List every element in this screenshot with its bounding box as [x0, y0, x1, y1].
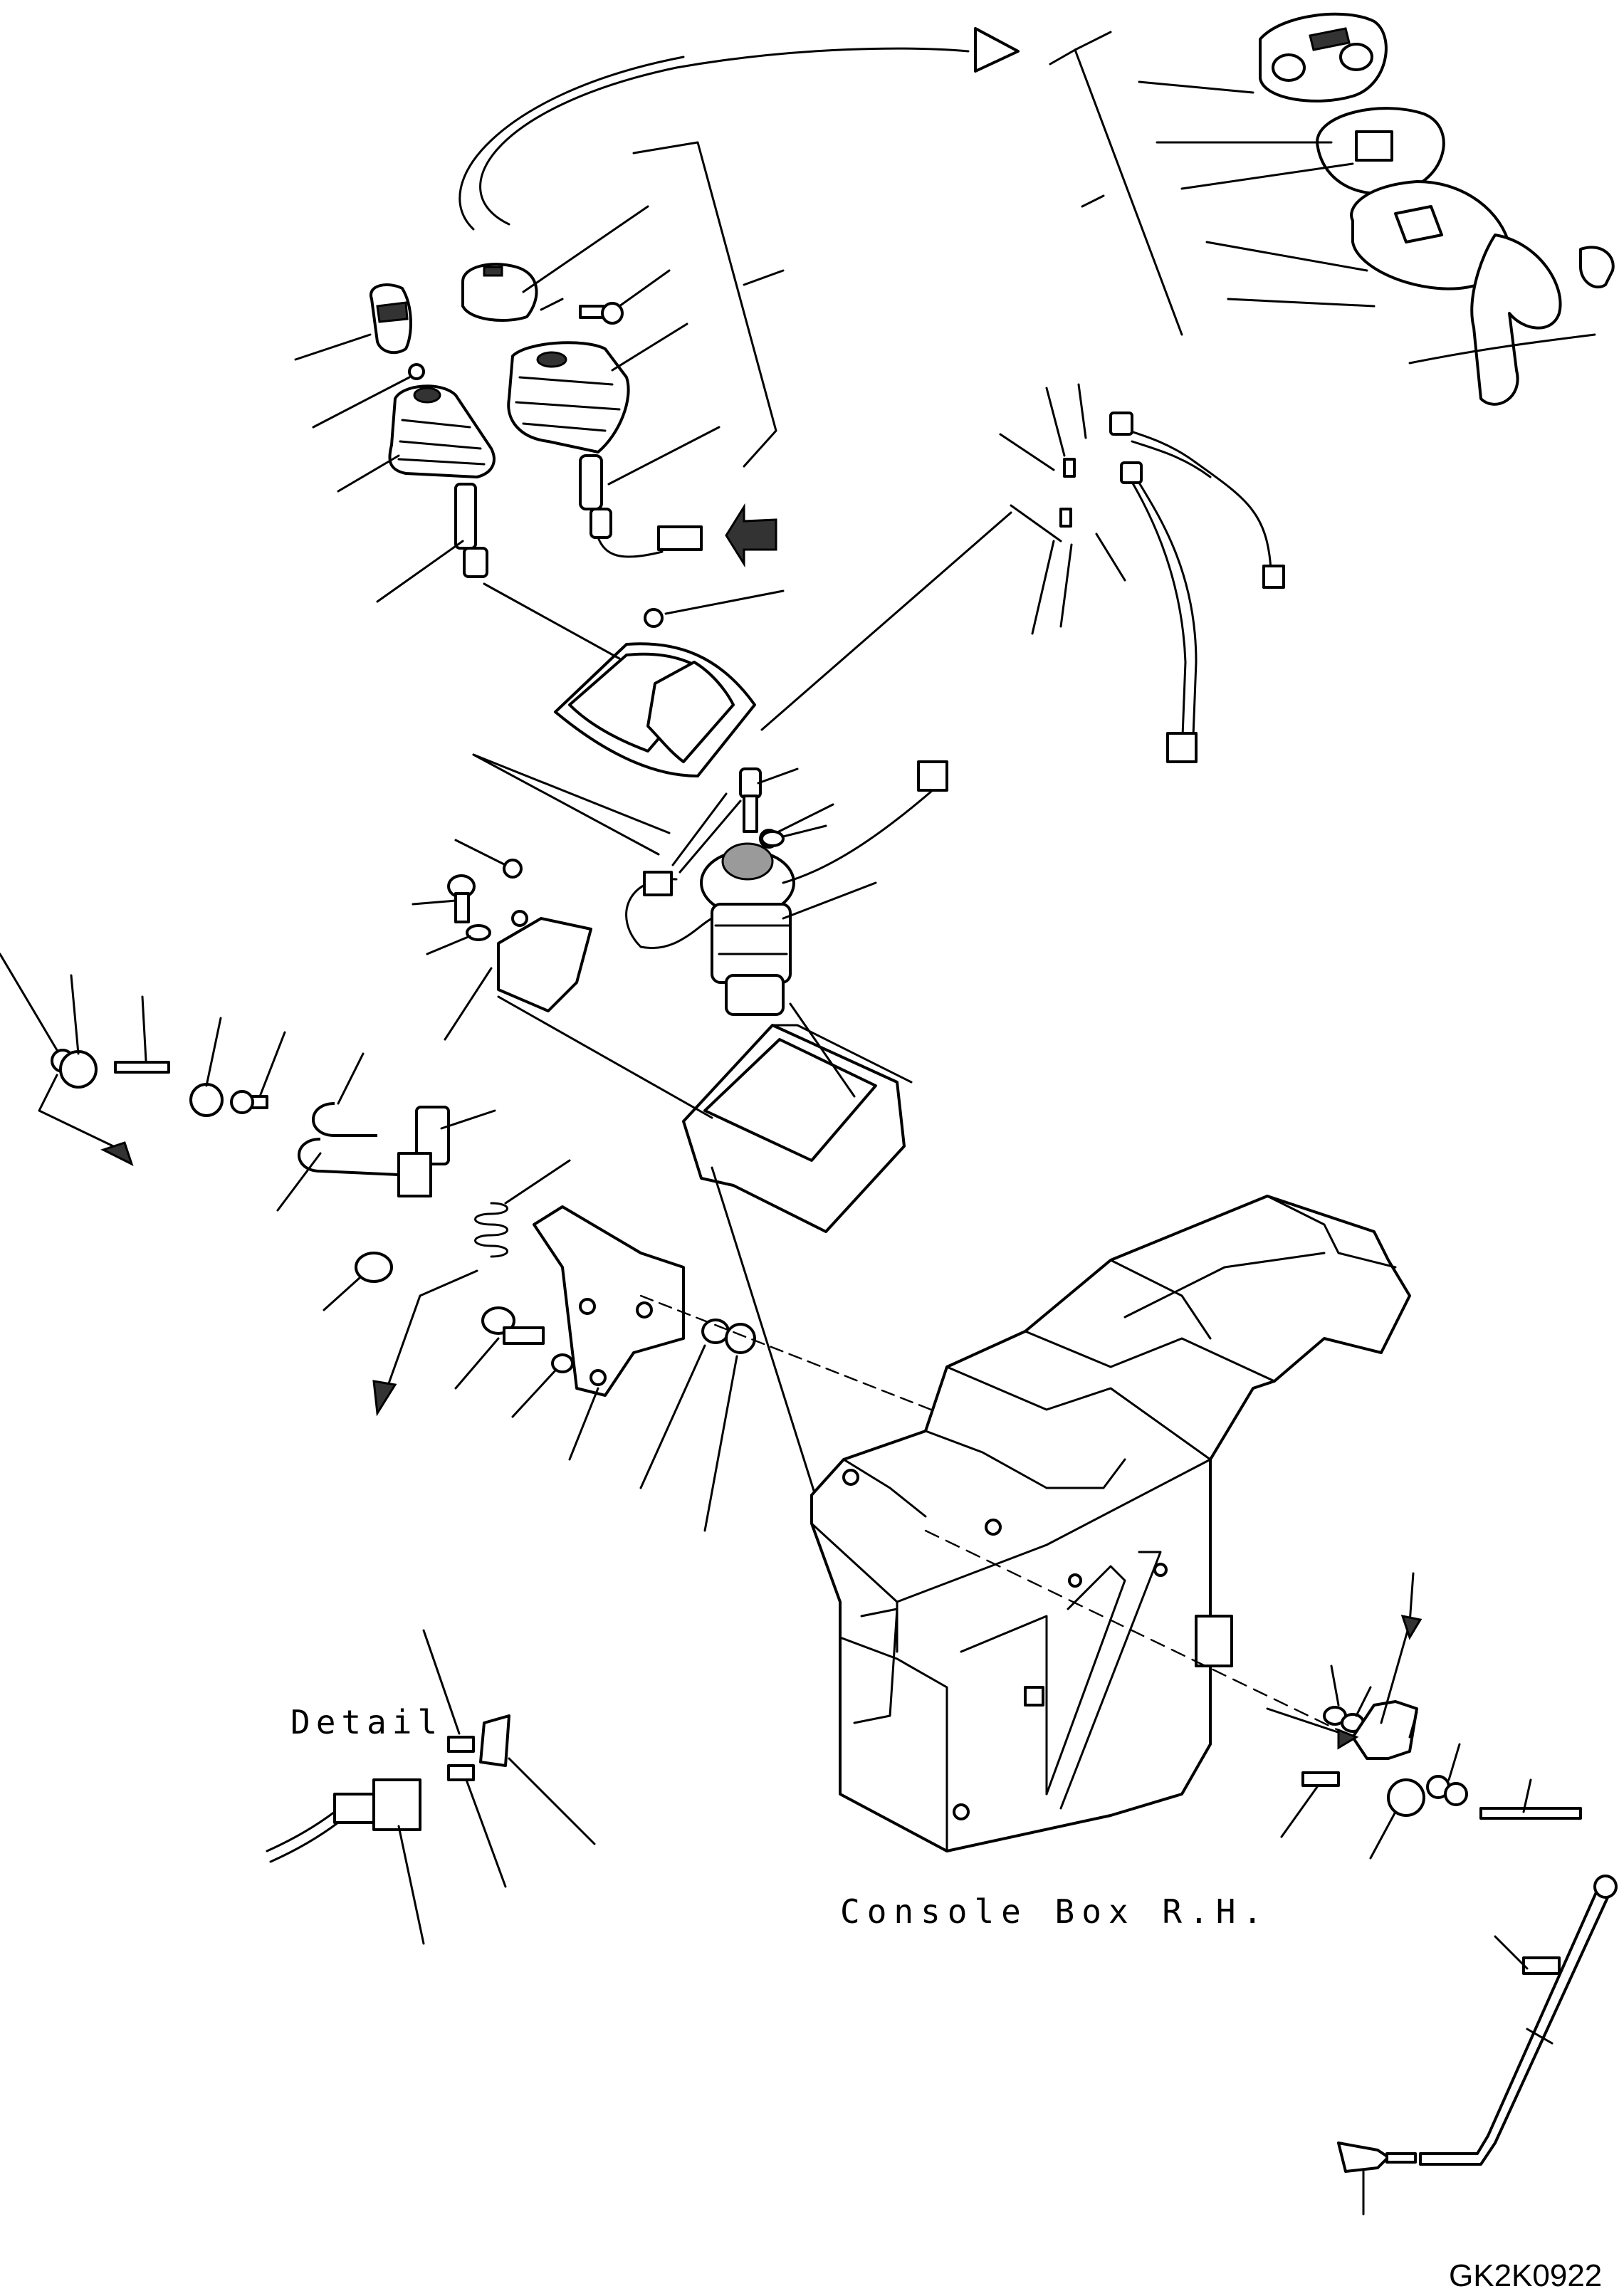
pilot-valve: [625, 760, 948, 1016]
right-switch-cap: [461, 263, 538, 322]
right-boot: [507, 341, 630, 454]
left-boot: [388, 384, 496, 478]
bolt-small: [579, 302, 624, 325]
lever-bracket: [533, 1205, 685, 1397]
spring: [474, 1202, 508, 1258]
detail-label: Detail: [290, 1703, 444, 1741]
valve-tray: [682, 1024, 913, 1233]
drawing-code: GK2K0922: [1449, 2258, 1603, 2293]
left-lever-shaft: [454, 483, 488, 578]
left-bolt: [447, 874, 476, 923]
t-fitting: [397, 1106, 450, 1197]
bracket-line: [1049, 48, 1183, 336]
grip-assembly-top-right: [1259, 12, 1615, 406]
bolt-center: [739, 767, 762, 833]
bracket-bolt: [481, 1306, 545, 1345]
left-valve-body: [497, 910, 592, 1012]
direction-arrow: [725, 503, 777, 568]
lever-rod: [1419, 1875, 1618, 2166]
hose-assembly: [1059, 412, 1285, 763]
u-bolts: [298, 1102, 399, 1176]
detail-connector: [266, 1714, 510, 1863]
console-box-label: Console Box R.H.: [840, 1892, 1270, 1931]
right-lever-with-harness: [579, 454, 703, 558]
lever-knob: [1337, 2142, 1417, 2173]
console-box: [810, 1195, 1411, 1852]
rotation-arrow: [459, 27, 1020, 231]
mounting-plate: [554, 642, 756, 777]
left-fastener-row: [51, 1049, 268, 1117]
left-knob: [369, 283, 412, 355]
